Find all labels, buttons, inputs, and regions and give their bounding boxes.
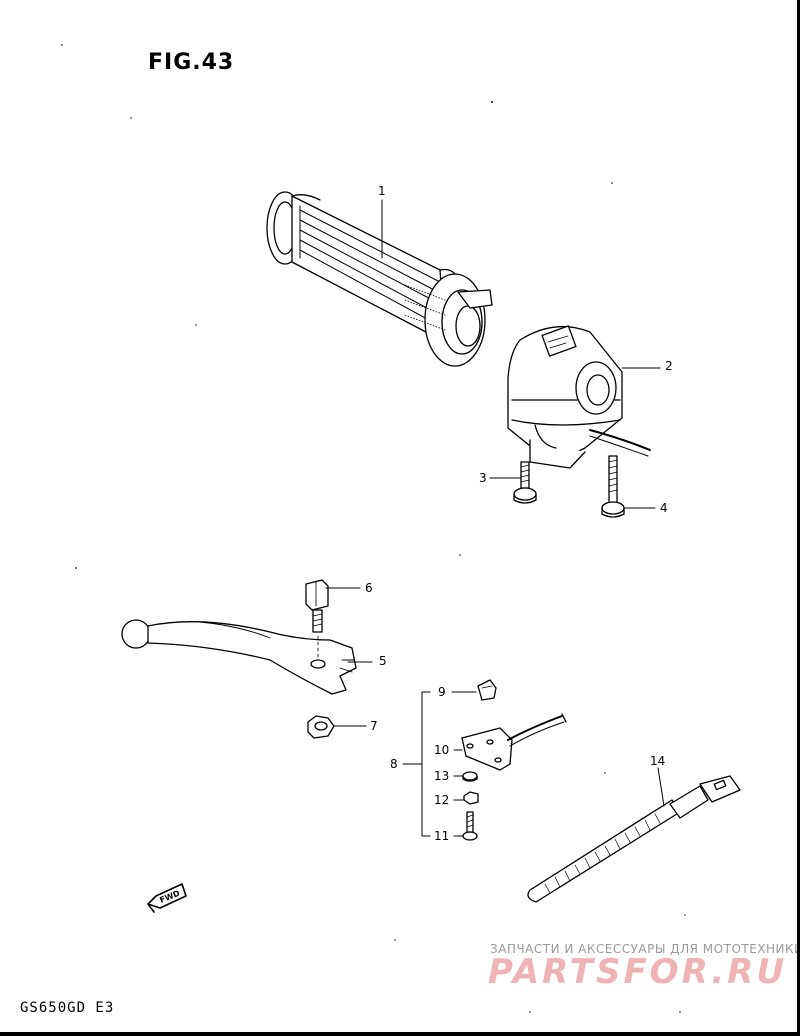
callout-3: 3	[479, 471, 487, 485]
callout-6: 6	[365, 581, 373, 595]
callout-2: 2	[665, 359, 673, 373]
frame-border-right	[797, 0, 800, 1036]
callout-13: 13	[434, 769, 450, 783]
callout-5: 5	[379, 654, 387, 668]
callout-12: 12	[434, 793, 450, 807]
callout-9: 9	[438, 685, 446, 699]
part-9	[477, 679, 497, 701]
nut-7-part	[307, 715, 335, 739]
cable-tie-14-part	[527, 775, 741, 903]
grip-part	[266, 191, 493, 367]
switch-assembly-10-part	[461, 713, 567, 771]
figure-title: FIG.43	[148, 50, 235, 75]
frame-border-bottom	[0, 1032, 800, 1036]
callout-14: 14	[650, 754, 666, 768]
watermark-brand: PARTSFOR.RU	[488, 952, 788, 992]
callout-8: 8	[390, 757, 398, 771]
callout-1: 1	[378, 184, 386, 198]
washer-13-part	[462, 771, 478, 782]
screw-4-part	[601, 455, 625, 518]
clutch-lever-part	[121, 619, 357, 695]
callout-11: 11	[434, 829, 450, 843]
screw-3-part	[513, 461, 537, 504]
callout-10: 10	[434, 743, 450, 757]
nut-12-part	[463, 791, 479, 805]
fwd-arrow-icon	[147, 883, 187, 913]
callout-4: 4	[660, 501, 668, 515]
callout-7: 7	[370, 719, 378, 733]
screw-11-part	[462, 811, 478, 841]
watermark-tagline: ЗАПЧАСТИ И АКСЕССУАРЫ ДЛЯ МОТОТЕХНИКИ	[490, 942, 800, 956]
switch-housing-part	[507, 325, 651, 469]
bolt-6-part	[305, 579, 329, 661]
model-code: GS650GD E3	[20, 1000, 115, 1016]
